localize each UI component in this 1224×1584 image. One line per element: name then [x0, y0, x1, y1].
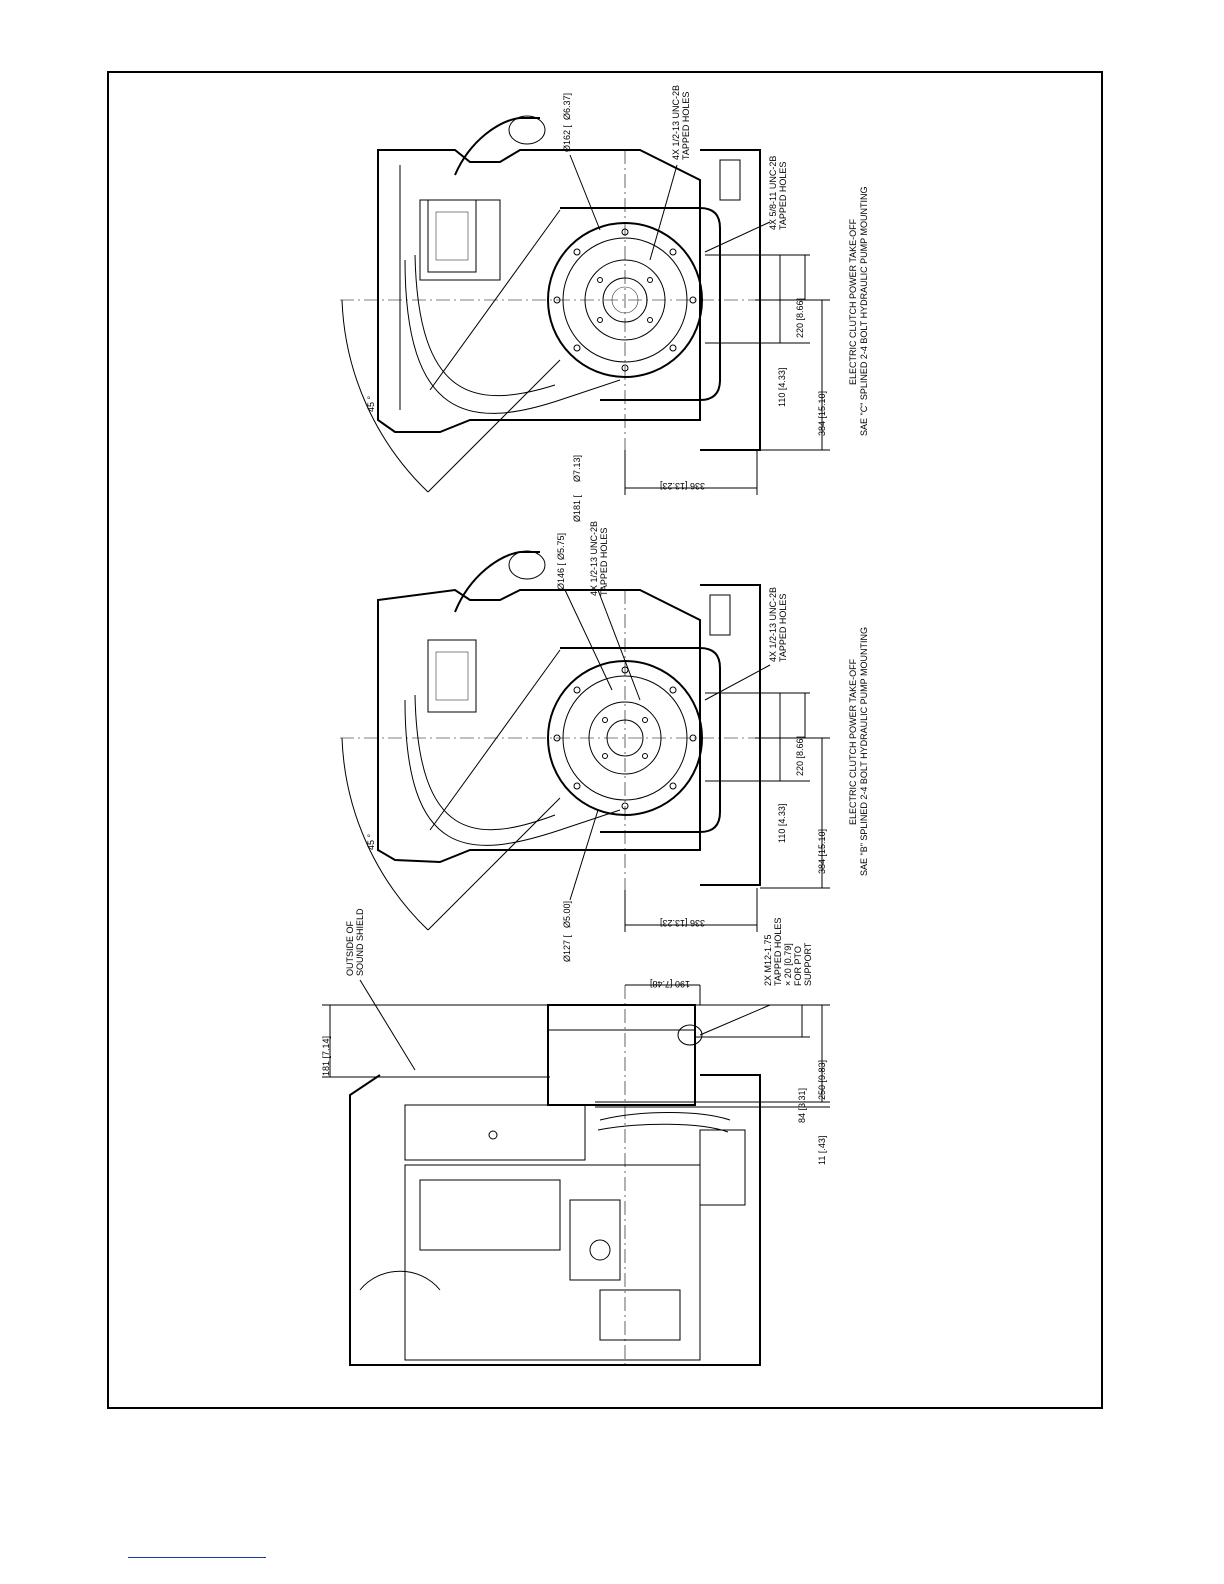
title-top-1: ELECTRIC CLUTCH POWER TAKE-OFF: [848, 218, 858, 385]
shield-label-2: SOUND SHIELD: [355, 908, 365, 976]
view-sae-c: 45 ° Ø162 [ Ø6.37] 4X 1/2-13 UNC-2B TAPP…: [340, 85, 869, 522]
dim-250-side: 250 [9.83]: [817, 1060, 827, 1100]
holes-large-label-top-2: TAPPED HOLES: [778, 162, 788, 230]
holes-small-label-mid: 4X 1/2-13 UNC-2B: [589, 521, 599, 596]
dia-713-label: Ø7.13]: [572, 455, 582, 482]
dim-384-top: 384 [15.10]: [817, 391, 827, 436]
holes-small-label-top-2: TAPPED HOLES: [681, 92, 691, 160]
angle-arc-mid: [341, 737, 429, 931]
view-sae-b: 45 ° Ø146 [ Ø5.75] 4X 1/2-13 UNC-2B TAPP…: [340, 521, 869, 962]
turbo-outlet-mid: [508, 550, 546, 580]
angle-label-mid: 45 °: [366, 833, 376, 850]
ecu-box-mid: [427, 639, 477, 713]
tap-label-4: FOR PTO: [793, 946, 803, 986]
dia-637-label: Ø6.37]: [562, 93, 572, 120]
bell-housing: [404, 1104, 586, 1161]
tap-label-5: SUPPORT: [803, 942, 813, 986]
dim-190-side: 190 [7.48]: [650, 979, 690, 989]
dim-11-side: 11 [.43]: [817, 1136, 827, 1165]
dia-181-label: Ø181 [: [572, 494, 582, 522]
holes-small-label-mid-2: TAPPED HOLES: [599, 528, 609, 596]
dia-162-label: Ø162 [: [562, 124, 572, 152]
holes-small-label-top: 4X 1/2-13 UNC-2B: [671, 85, 681, 160]
pto-housing: [547, 1004, 696, 1106]
holes-large-label-mid-2: TAPPED HOLES: [778, 594, 788, 662]
dim-181-side: 181 [7.14]: [321, 1036, 331, 1076]
engine-outline-top: [377, 149, 701, 433]
sound-shield-outline: [349, 1074, 761, 1366]
dim-384-mid: 384 [15.10]: [817, 829, 827, 874]
title-mid-2: SAE "B" SPLINED 2-4 BOLT HYDRAULIC PUMP …: [859, 627, 869, 876]
holes-large-label-mid: 4X 1/2-13 UNC-2B: [768, 587, 778, 662]
title-mid-1: ELECTRIC CLUTCH POWER TAKE-OFF: [848, 658, 858, 825]
dia-127-label: Ø127 [: [562, 934, 572, 962]
dia-575-label: Ø5.75]: [556, 533, 566, 560]
title-top-2: SAE "C" SPLINED 2-4 BOLT HYDRAULIC PUMP …: [859, 187, 869, 436]
dim-220-top: 220 [8.66]: [795, 298, 805, 338]
footer-rule: [128, 1557, 266, 1558]
junction-box: [699, 1129, 746, 1206]
tap-label-1: 2X M12-1.75: [763, 934, 773, 986]
angle-arc-top: [341, 299, 429, 493]
dim-84-side: 84 [3.31]: [797, 1088, 807, 1123]
engine-outline-mid: [377, 588, 701, 864]
ecu-box-top: [427, 199, 477, 273]
dim-110-top: 110 [4.33]: [777, 368, 787, 407]
turbo-outlet-top: [508, 115, 546, 145]
dim-336-mid: 336 [13.23]: [660, 918, 705, 928]
tap-label-3: × 20 [0.79]: [783, 943, 793, 986]
dia-146-label: Ø146 [: [556, 562, 566, 590]
tap-label-2: TAPPED HOLES: [773, 918, 783, 986]
dim-336-top: 336 [13.23]: [660, 481, 705, 491]
drawing-frame: [107, 71, 1103, 1409]
holes-large-label-top: 4X 5/8-11 UNC-2B: [768, 156, 778, 230]
shield-label-1: OUTSIDE OF: [345, 920, 355, 976]
dim-220-mid: 220 [8.66]: [795, 736, 805, 776]
dim-110-mid: 110 [4.33]: [777, 804, 787, 843]
view-side: OUTSIDE OF SOUND SHIELD 181 [7.14] 190 […: [321, 908, 830, 1366]
dia-500-label: Ø5.00]: [562, 901, 572, 928]
angle-label-top: 45 °: [366, 395, 376, 412]
